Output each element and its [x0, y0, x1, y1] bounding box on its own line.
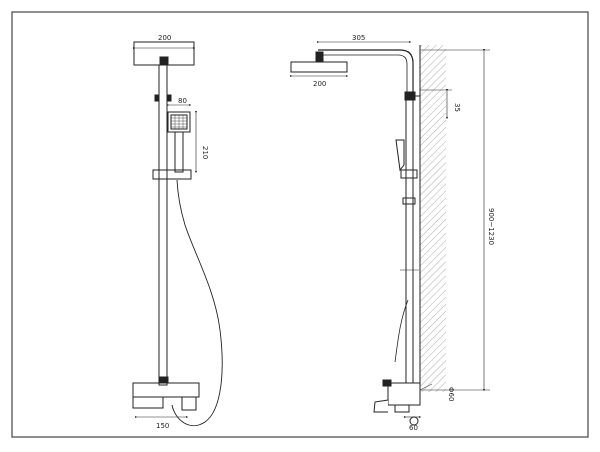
side-shower-arm-inner [318, 54, 408, 92]
side-mixer-spout [373, 399, 389, 413]
side-head-connector [315, 51, 324, 63]
side-handset [395, 139, 405, 172]
front-handset-width-label: 80 [178, 97, 187, 105]
front-handset-grid [171, 115, 187, 129]
front-view [132, 41, 223, 427]
front-mixer-handle [181, 396, 197, 411]
side-bracket-label: 35 [453, 103, 461, 112]
side-wall-bracket [404, 91, 416, 101]
side-diameter-label: Φ60 [447, 387, 455, 401]
side-riser-pipe [405, 99, 414, 386]
front-shower-hose [171, 179, 223, 427]
front-head-width-label: 200 [158, 34, 171, 42]
side-height-range-label: 900~1230 [487, 208, 495, 245]
side-wall-hatch [420, 45, 446, 392]
side-view [289, 40, 490, 426]
side-mixer-lever [394, 404, 410, 413]
front-head-connector [159, 56, 169, 66]
side-mixer-offset-label: 60 [409, 424, 418, 432]
front-mixer-knob [158, 376, 169, 384]
side-view-labels: 305 200 35 900~1230 Φ60 60 [313, 34, 495, 432]
side-shower-arm [318, 49, 414, 92]
side-hose [394, 299, 409, 363]
front-bracket-mark [154, 94, 159, 102]
front-spout-length-label: 150 [156, 422, 169, 430]
side-clip [402, 197, 416, 205]
front-view-labels: 200 80 210 150 [156, 34, 209, 430]
side-arm-reach-label: 305 [352, 34, 365, 42]
front-riser-pipe [158, 64, 168, 386]
side-slider-block [400, 169, 418, 179]
front-handset-handle [174, 131, 184, 173]
front-bracket-mark-2 [167, 94, 172, 102]
side-head-disk [290, 61, 348, 73]
side-mixer-top [382, 379, 392, 387]
side-mixer-body [387, 382, 421, 406]
side-diameter-leader [419, 383, 433, 391]
drawing-frame [11, 11, 589, 438]
side-head-width-label: 200 [313, 80, 326, 88]
front-slider-block [152, 169, 192, 180]
front-mixer-spout [132, 396, 164, 409]
front-handset-height-label: 210 [201, 146, 209, 159]
